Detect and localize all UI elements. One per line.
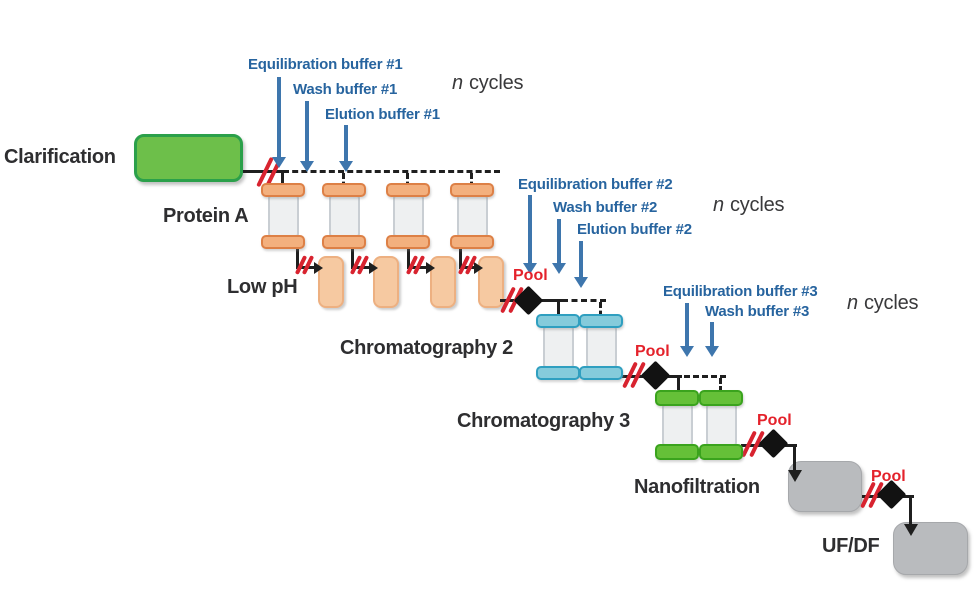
column-body	[456, 195, 488, 237]
elbow-line	[459, 247, 462, 268]
protein-a-column-2	[322, 183, 366, 249]
feed-arrow-line	[793, 446, 796, 470]
equilibration-buffer-1-label: Equilibration buffer #1	[248, 56, 403, 73]
buffer-arrow-line	[685, 303, 689, 346]
column-cap-top	[450, 183, 494, 197]
buffer-arrow-line	[528, 195, 532, 263]
clarification-label: Clarification	[4, 146, 116, 168]
buffer-arrow-line	[557, 219, 561, 263]
column-cap-top	[261, 183, 305, 197]
elbow-arrowhead	[369, 262, 378, 274]
column-cap-top	[386, 183, 430, 197]
nanofiltration-label: Nanofiltration	[634, 476, 760, 498]
elbow-line	[351, 247, 354, 268]
elbow-arrowhead	[426, 262, 435, 274]
elution-buffer-1-label: Elution buffer #1	[325, 106, 440, 123]
buffer-arrow-line	[710, 322, 714, 346]
elbow-line	[407, 247, 410, 268]
column-cap-bottom	[322, 235, 366, 249]
feed-arrowhead	[904, 524, 918, 536]
column-body	[585, 326, 617, 368]
low-ph-label: Low pH	[227, 276, 298, 298]
buffer-arrowhead	[523, 263, 537, 274]
pool-2-label: Pool	[635, 343, 670, 360]
chromatography-3-column-2	[699, 390, 743, 460]
equilibration-buffer-2-label: Equilibration buffer #2	[518, 176, 673, 193]
column-cap-bottom	[450, 235, 494, 249]
wash-buffer-3-label: Wash buffer #3	[705, 303, 810, 320]
elbow-arrowhead	[474, 262, 483, 274]
wash-buffer-1-label: Wash buffer #1	[293, 81, 398, 98]
chromatography-3-column-1	[655, 390, 699, 460]
n-cycles-word: cycles	[468, 72, 524, 94]
n-cycles-n: n	[847, 292, 858, 314]
flow-line-1-dashed	[283, 170, 500, 173]
column-body	[267, 195, 299, 237]
elbow-arrowhead	[314, 262, 323, 274]
column-body	[661, 404, 693, 446]
n-cycles-n: n	[452, 72, 463, 94]
buffer-arrowhead	[552, 263, 566, 274]
buffer-arrowhead	[574, 277, 588, 288]
column-cap-top	[579, 314, 623, 328]
buffer-arrowhead	[680, 346, 694, 357]
wash-buffer-2-label: Wash buffer #2	[553, 199, 658, 216]
protein-a-column-1	[261, 183, 305, 249]
chromatography-2-column-2	[579, 314, 623, 380]
column-body	[392, 195, 424, 237]
clarification-box	[134, 134, 243, 182]
pool-1-line-dashed	[562, 299, 606, 302]
column-cap-top	[655, 390, 699, 406]
buffer-arrow-line	[277, 77, 281, 157]
n-cycles-word: cycles	[729, 194, 785, 216]
pool-3-label: Pool	[757, 412, 792, 429]
buffer-arrowhead	[300, 161, 314, 172]
column-cap-bottom	[655, 444, 699, 460]
feed-arrowhead	[788, 470, 802, 482]
pool-2-valve	[640, 360, 671, 391]
pool-2-line-dashed	[684, 375, 726, 378]
protein-a-column-4	[450, 183, 494, 249]
column-body	[705, 404, 737, 446]
buffer-arrowhead	[339, 161, 353, 172]
column-cap-bottom	[261, 235, 305, 249]
nanofiltration-box	[788, 461, 862, 512]
buffer-arrowhead	[272, 157, 286, 168]
elution-buffer-2-label: Elution buffer #2	[577, 221, 692, 238]
elbow-line	[296, 247, 299, 268]
column-cap-top	[699, 390, 743, 406]
pool-1-label: Pool	[513, 267, 548, 284]
pool-4-label: Pool	[871, 468, 906, 485]
column-cap-bottom	[536, 366, 580, 380]
n-cycles-n: n	[713, 194, 724, 216]
column-body	[542, 326, 574, 368]
uf-df-label: UF/DF	[822, 535, 880, 557]
column-cap-bottom	[386, 235, 430, 249]
column-cap-top	[322, 183, 366, 197]
column-body	[328, 195, 360, 237]
equilibration-buffer-3-label: Equilibration buffer #3	[663, 283, 818, 300]
buffer-arrow-line	[344, 125, 348, 161]
column-cap-top	[536, 314, 580, 328]
protein-a-label: Protein A	[163, 205, 249, 227]
column-cap-bottom	[579, 366, 623, 380]
chromatography-2-column-1	[536, 314, 580, 380]
protein-a-column-3	[386, 183, 430, 249]
buffer-arrow-line	[579, 241, 583, 277]
column-cap-bottom	[699, 444, 743, 460]
buffer-arrow-line	[305, 101, 309, 161]
n-cycles-word: cycles	[863, 292, 919, 314]
chromatography-2-label: Chromatography 2	[340, 337, 514, 359]
buffer-arrowhead	[705, 346, 719, 357]
chromatography-3-label: Chromatography 3	[457, 410, 631, 432]
feed-arrow-line	[909, 497, 912, 524]
